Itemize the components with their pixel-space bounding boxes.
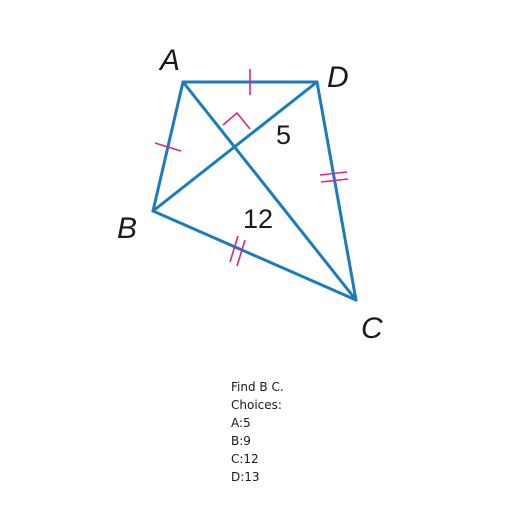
double-tick-bc: [229, 235, 246, 267]
side-bc: [151, 209, 358, 302]
question-prompt: Find B C.: [231, 380, 284, 394]
vertex-label-a: A: [158, 44, 180, 77]
measure-label-be: 12: [243, 204, 273, 234]
diagonal-bd: [151, 80, 319, 213]
diagonal-ac: [181, 80, 358, 302]
choices-label: Choices:: [231, 398, 282, 412]
choice-d: D:13: [231, 470, 260, 484]
measure-label-ae: 5: [276, 120, 291, 150]
right-angle-marker: [222, 111, 251, 130]
double-tick-dc: [319, 171, 349, 183]
vertex-label-b: B: [117, 212, 137, 245]
side-dc: [315, 80, 358, 302]
choice-c: C:12: [231, 452, 259, 466]
choice-b: B:9: [231, 434, 251, 448]
kite-diagram: A D B C 5 12: [117, 44, 383, 345]
vertex-label-d: D: [327, 61, 349, 94]
question-block: Find B C. Choices: A:5 B:9 C:12 D:13: [231, 378, 284, 486]
tick-ab: [154, 142, 182, 152]
vertex-label-c: C: [361, 312, 383, 345]
choice-a: A:5: [231, 416, 251, 430]
